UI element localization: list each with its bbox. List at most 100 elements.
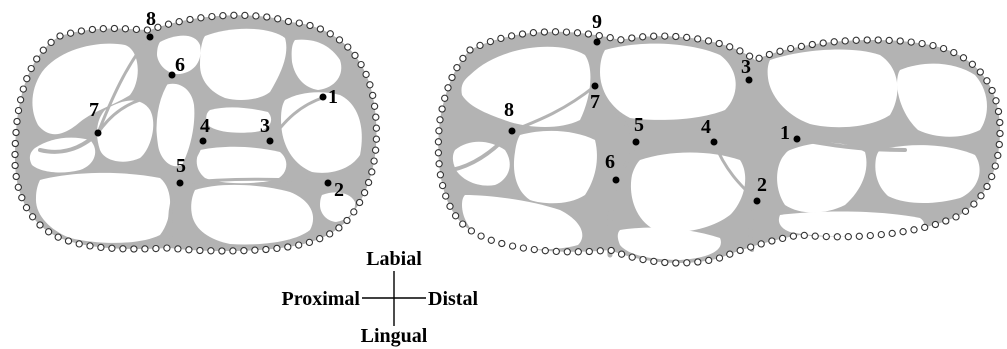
- right-point-7-dot: [591, 82, 599, 90]
- right-outline-bead: [988, 86, 996, 95]
- right-outline-bead: [899, 228, 907, 236]
- right-outline-bead: [888, 229, 896, 238]
- right-point-3-dot: [745, 76, 753, 84]
- left-outline-bead: [16, 96, 25, 104]
- right-outline-bead: [436, 116, 444, 124]
- right-outline-bead: [694, 35, 702, 43]
- right-outline-bead: [562, 28, 571, 36]
- right-outline-bead: [983, 182, 991, 191]
- left-outline-bead: [306, 21, 314, 30]
- left-outline-bead: [12, 128, 20, 137]
- left-outline-bead: [273, 244, 281, 253]
- left-point-5-label: 5: [176, 155, 186, 177]
- left-outline-bead: [154, 23, 162, 31]
- left-outline-bead: [229, 247, 237, 255]
- left-outline-bead: [218, 247, 226, 255]
- left-outline-bead: [14, 183, 22, 191]
- left-outline-bead: [44, 228, 53, 236]
- left-outline-bead: [357, 60, 365, 69]
- right-outline-bead: [995, 140, 1003, 149]
- left-outline-bead: [295, 19, 303, 27]
- left-outline-bead: [364, 178, 373, 187]
- left-tooth-section: [15, 15, 377, 252]
- left-outline-bead: [372, 124, 381, 132]
- left-outline-bead: [14, 106, 23, 115]
- right-outline-bead: [519, 244, 528, 252]
- right-outline-bead: [477, 232, 485, 240]
- right-outline-bead: [507, 32, 516, 40]
- right-outline-bead: [866, 231, 874, 240]
- right-outline-bead: [988, 172, 996, 181]
- right-outline-bead: [885, 36, 893, 45]
- right-outline-bead: [996, 118, 1004, 127]
- right-point-1-label: 1: [780, 122, 790, 144]
- right-outline-bead: [606, 34, 614, 42]
- right-outline-bead: [797, 42, 806, 51]
- left-outline-bead: [18, 194, 26, 202]
- left-outline-bead: [350, 208, 358, 216]
- left-outline-bead: [185, 246, 193, 254]
- left-outline-bead: [197, 14, 205, 22]
- left-outline-bead: [344, 43, 352, 51]
- right-outline-bead: [715, 254, 724, 262]
- right-outline-bead: [540, 28, 549, 36]
- right-outline-bead: [877, 230, 885, 239]
- right-outline-bead: [765, 50, 774, 59]
- right-outline-bead: [874, 36, 882, 44]
- right-point-1-dot: [793, 135, 801, 143]
- left-outline-bead: [19, 85, 27, 93]
- left-outline-bead: [251, 246, 259, 254]
- right-outline-bead: [438, 181, 447, 190]
- right-outline-bead: [459, 54, 467, 63]
- right-section-outline-beads: [434, 28, 1004, 267]
- left-point-4-dot: [199, 137, 207, 145]
- left-outline-bead: [163, 244, 171, 252]
- left-outline-bead: [366, 81, 374, 89]
- left-outline-bead: [47, 38, 55, 47]
- right-outline-bead: [434, 138, 443, 146]
- right-point-4-dot: [710, 138, 718, 146]
- right-outline-bead: [968, 60, 977, 68]
- left-outline-bead: [119, 245, 127, 253]
- left-outline-bead: [152, 244, 160, 253]
- right-outline-bead: [476, 41, 484, 50]
- left-point-7-label: 7: [89, 99, 99, 121]
- left-outline-bead: [108, 244, 116, 252]
- right-outline-bead: [650, 32, 658, 40]
- right-outline-bead: [683, 33, 691, 42]
- left-outline-bead: [372, 113, 380, 121]
- right-point-8-dot: [508, 127, 516, 135]
- left-outline-bead: [164, 20, 173, 28]
- left-outline-bead: [370, 102, 379, 110]
- left-outline-bead: [54, 233, 62, 241]
- right-point-2-label: 2: [757, 174, 767, 196]
- left-outline-bead: [196, 246, 204, 255]
- left-point-8-dot: [146, 33, 154, 41]
- right-outline-bead: [487, 236, 495, 244]
- right-outline-bead: [776, 47, 784, 55]
- right-outline-bead: [819, 39, 827, 47]
- right-point-6-label: 6: [605, 151, 615, 173]
- left-section-strands: [38, 35, 330, 247]
- left-outline-bead: [335, 36, 344, 44]
- right-outline-bead: [467, 227, 476, 235]
- left-outline-bead: [326, 30, 334, 38]
- label-lingual: Lingual: [361, 325, 428, 347]
- left-outline-bead: [252, 12, 260, 20]
- right-section-markers: 1 2 3 4 5 6 7 8 9: [504, 11, 801, 205]
- right-outline-bead: [497, 34, 505, 43]
- left-outline-bead: [11, 161, 19, 170]
- left-outline-bead: [33, 55, 41, 63]
- right-outline-bead: [757, 240, 765, 248]
- left-outline-bead: [368, 168, 376, 176]
- label-proximal: Proximal: [281, 288, 360, 310]
- left-outline-bead: [121, 25, 130, 33]
- right-outline-bead: [910, 226, 918, 234]
- left-point-4-label: 4: [200, 115, 210, 137]
- right-outline-bead: [661, 32, 669, 40]
- right-outline-bead: [808, 40, 816, 49]
- right-outline-bead: [929, 41, 937, 50]
- right-outline-bead: [628, 34, 636, 42]
- left-point-2-label: 2: [334, 179, 344, 201]
